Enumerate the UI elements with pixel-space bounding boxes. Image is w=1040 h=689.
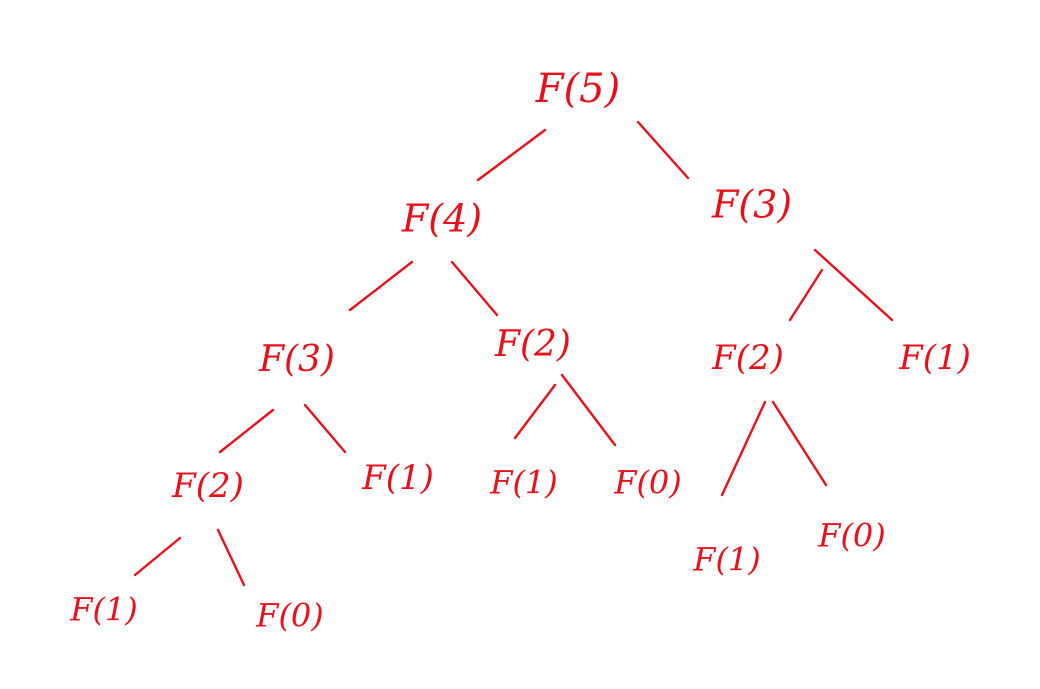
tree-node-label: F(1) [489,464,558,502]
tree-node-label: F(3) [711,183,792,227]
tree-edge [788,268,824,322]
tree-edge [771,400,828,487]
tree-node-label: F(2) [711,338,784,378]
tree-node-label: F(3) [258,339,335,380]
tree-edge [348,260,414,312]
tree-node-label: F(0) [817,517,886,555]
tree-edge [720,400,767,497]
tree-edge [476,128,547,182]
tree-node-label: F(2) [171,466,244,506]
tree-node-label: F(1) [69,591,138,629]
tree-node-label: F(0) [613,464,682,502]
tree-edge [513,383,557,440]
tree-node-label: F(2) [494,324,571,365]
tree-edge [133,536,182,577]
tree-edge [560,373,617,447]
tree-edge [636,120,690,180]
tree-node-label: F(4) [401,197,482,241]
tree-nodes: F(5) F(4) F(3) F(3) F(2) F(2) F(1) F(2) F(1) F(1)… [69,66,971,635]
tree-node-label: F(1) [361,458,434,498]
tree-edges [133,120,894,587]
tree-edge [218,408,275,454]
tree-node-label: F(1) [898,338,971,378]
tree-node-label: F(1) [692,541,761,579]
tree-edge [216,528,246,587]
tree-node-label: F(5) [535,66,620,112]
tree-edge [450,260,499,317]
tree-edge [813,248,894,322]
tree-node-label: F(0) [255,597,324,635]
tree-edge [303,403,347,454]
